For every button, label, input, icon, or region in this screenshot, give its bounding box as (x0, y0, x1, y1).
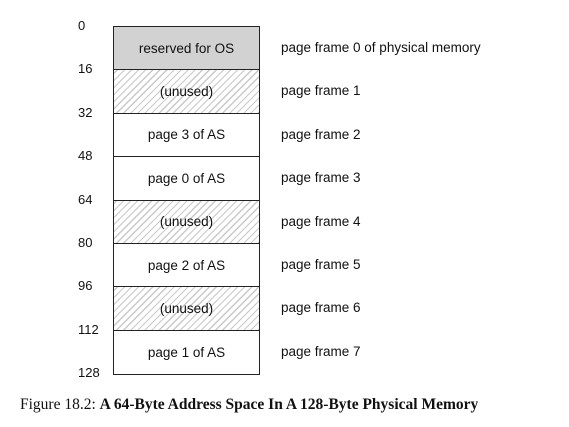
figure-number: Figure 18.2: (20, 396, 96, 413)
frame-4-cell: (unused) (114, 200, 259, 244)
frame-5-cell: page 2 of AS (114, 244, 259, 288)
frame-1-cell: (unused) (114, 70, 259, 114)
frame-2-content: page 3 of AS (147, 127, 226, 143)
frame-0-label: page frame 0 of physical memory (281, 40, 481, 55)
frame-3-content: page 0 of AS (147, 170, 226, 186)
address-label-96: 96 (78, 278, 93, 293)
frame-0-content: reserved for OS (138, 40, 235, 56)
frame-6-content: (unused) (159, 301, 214, 317)
address-label-0: 0 (78, 18, 86, 33)
frame-7-content: page 1 of AS (147, 344, 226, 360)
frame-2-cell: page 3 of AS (114, 114, 259, 158)
frame-0-cell: reserved for OS (114, 27, 259, 71)
frame-7-cell: page 1 of AS (114, 331, 259, 374)
frame-6-label: page frame 6 (281, 300, 361, 315)
frame-3-cell: page 0 of AS (114, 157, 259, 201)
address-label-80: 80 (78, 235, 93, 250)
figure-title: A 64-Byte Address Space In A 128-Byte Ph… (99, 396, 479, 413)
frame-3-label: page frame 3 (281, 170, 361, 185)
frame-5-content: page 2 of AS (147, 257, 226, 273)
physical-memory-column: reserved for OS (unused) page 3 of AS pa… (113, 26, 260, 376)
address-label-128: 128 (78, 365, 100, 380)
address-label-16: 16 (78, 61, 93, 76)
frame-2-label: page frame 2 (281, 127, 361, 142)
frame-5-label: page frame 5 (281, 257, 361, 272)
address-label-48: 48 (78, 148, 93, 163)
frame-6-cell: (unused) (114, 287, 259, 331)
frame-4-content: (unused) (159, 214, 214, 230)
frame-1-content: (unused) (159, 84, 214, 100)
frame-4-label: page frame 4 (281, 214, 361, 229)
frame-1-label: page frame 1 (281, 83, 361, 98)
address-label-112: 112 (78, 322, 99, 337)
figure-caption: Figure 18.2: A 64-Byte Address Space In … (20, 396, 565, 414)
address-label-32: 32 (78, 105, 93, 120)
address-label-64: 64 (78, 192, 93, 207)
frame-7-label: page frame 7 (281, 344, 361, 359)
